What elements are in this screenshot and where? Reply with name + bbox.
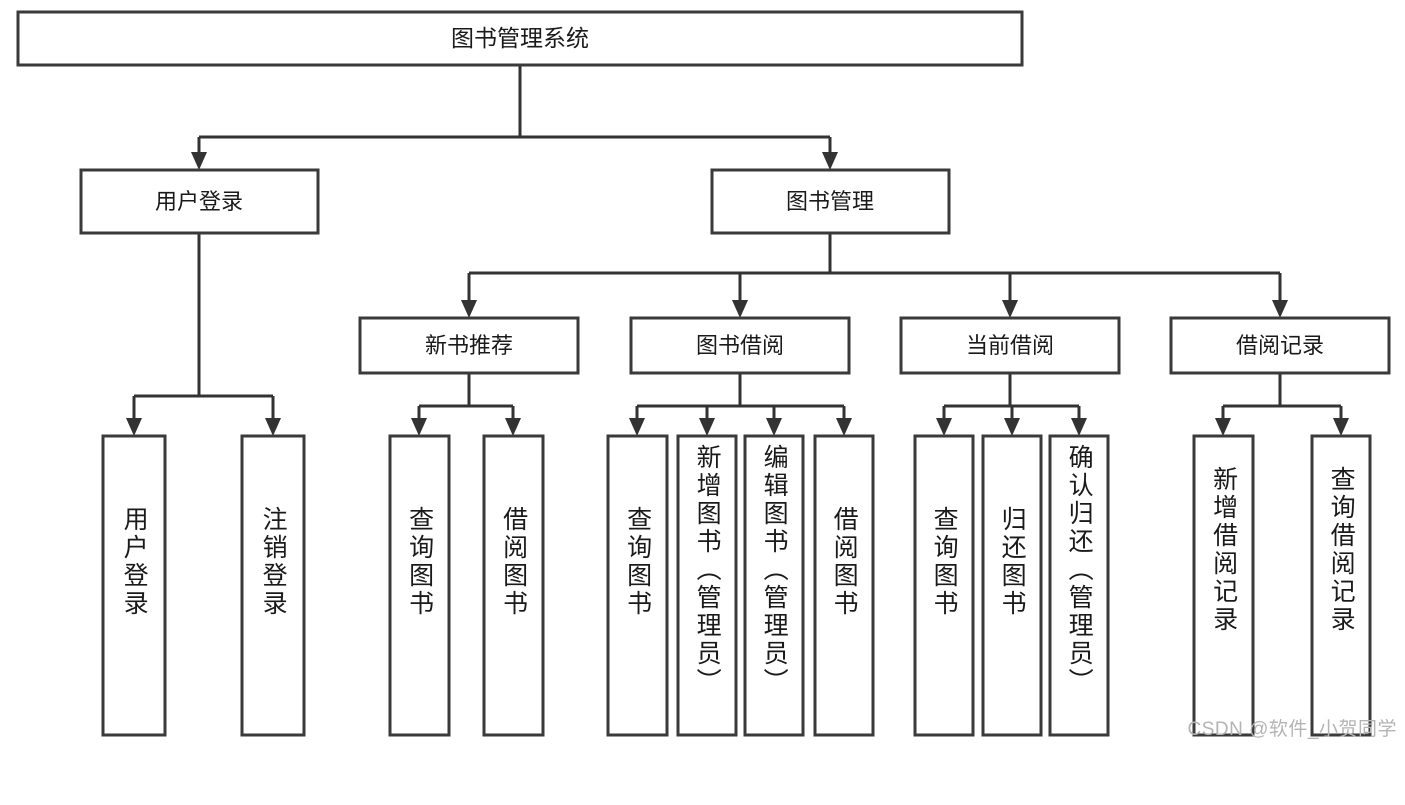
node-book-management[interactable] xyxy=(710,168,951,235)
node-leaf-query-book-3[interactable] xyxy=(913,434,975,737)
node-leaf-return-book[interactable] xyxy=(981,434,1043,737)
arrow-head-newbook xyxy=(461,300,477,318)
arrow-head-borrow xyxy=(732,300,748,318)
node-leaf-confirm-return-admin[interactable] xyxy=(1048,434,1110,737)
node-leaf-query-borrow-record[interactable] xyxy=(1310,434,1372,737)
arrow-head-user-login xyxy=(191,152,207,170)
node-leaf-query-book-1[interactable] xyxy=(388,434,451,737)
functional-structure-diagram: 图书管理系统 用户登录 图书管理 新书推荐 图书借阅 当前借阅 借阅记录 xyxy=(16,10,1397,740)
diagram-canvas: 图书管理系统 用户登录 图书管理 新书推荐 图书借阅 当前借阅 借阅记录 xyxy=(16,10,1391,737)
node-leaf-add-book-admin[interactable] xyxy=(676,434,738,737)
node-borrow-record[interactable] xyxy=(1169,316,1391,375)
node-user-login-label: 用户登录 xyxy=(155,189,243,214)
node-leaf-user-login[interactable] xyxy=(101,434,167,737)
arrow-head-current xyxy=(1002,300,1018,318)
node-leaf-borrow-book-2[interactable] xyxy=(813,434,875,737)
arrow-head-leaf-borrow-book-2 xyxy=(836,418,852,436)
connector-layer xyxy=(126,65,1349,436)
node-current-borrow-label: 当前借阅 xyxy=(966,333,1054,358)
arrow-head-leaf-user-login xyxy=(126,418,142,436)
arrow-head-leaf-query-book-1 xyxy=(411,418,427,436)
node-borrow-record-label: 借阅记录 xyxy=(1236,333,1324,358)
arrow-head-leaf-confirm-return xyxy=(1071,418,1087,436)
node-new-book-recommend[interactable] xyxy=(358,316,580,375)
arrow-head-leaf-edit-book xyxy=(766,418,782,436)
node-leaf-add-borrow-record[interactable] xyxy=(1192,434,1255,737)
node-user-login[interactable] xyxy=(79,168,320,235)
arrow-head-book-mgmt xyxy=(822,152,838,170)
node-book-borrow[interactable] xyxy=(629,316,851,375)
arrow-head-leaf-return-book xyxy=(1004,418,1020,436)
node-leaf-edit-book-admin[interactable] xyxy=(743,434,805,737)
arrow-head-leaf-query-record xyxy=(1333,418,1349,436)
node-layer: 图书管理系统 用户登录 图书管理 新书推荐 图书借阅 当前借阅 借阅记录 xyxy=(16,10,1391,737)
csdn-watermark: CSDN @软件_小贺同学 xyxy=(1187,719,1397,740)
arrow-head-leaf-query-book-3 xyxy=(936,418,952,436)
arrow-head-leaf-add-book xyxy=(699,418,715,436)
node-leaf-borrow-book-1[interactable] xyxy=(482,434,545,737)
arrow-head-leaf-logout xyxy=(265,418,281,436)
node-book-borrow-label: 图书借阅 xyxy=(696,333,784,358)
node-root-book-management-system[interactable] xyxy=(16,10,1024,67)
node-current-borrow[interactable] xyxy=(899,316,1121,375)
node-root-label: 图书管理系统 xyxy=(451,25,589,51)
arrow-head-leaf-borrow-book-1 xyxy=(505,418,521,436)
arrow-head-leaf-add-record xyxy=(1215,418,1231,436)
node-leaf-logout[interactable] xyxy=(240,434,306,737)
node-leaf-query-book-2[interactable] xyxy=(606,434,669,737)
node-new-book-recommend-label: 新书推荐 xyxy=(425,333,513,358)
arrow-head-record xyxy=(1272,300,1288,318)
node-book-management-label: 图书管理 xyxy=(786,189,874,214)
arrow-head-leaf-query-book-2 xyxy=(629,418,645,436)
